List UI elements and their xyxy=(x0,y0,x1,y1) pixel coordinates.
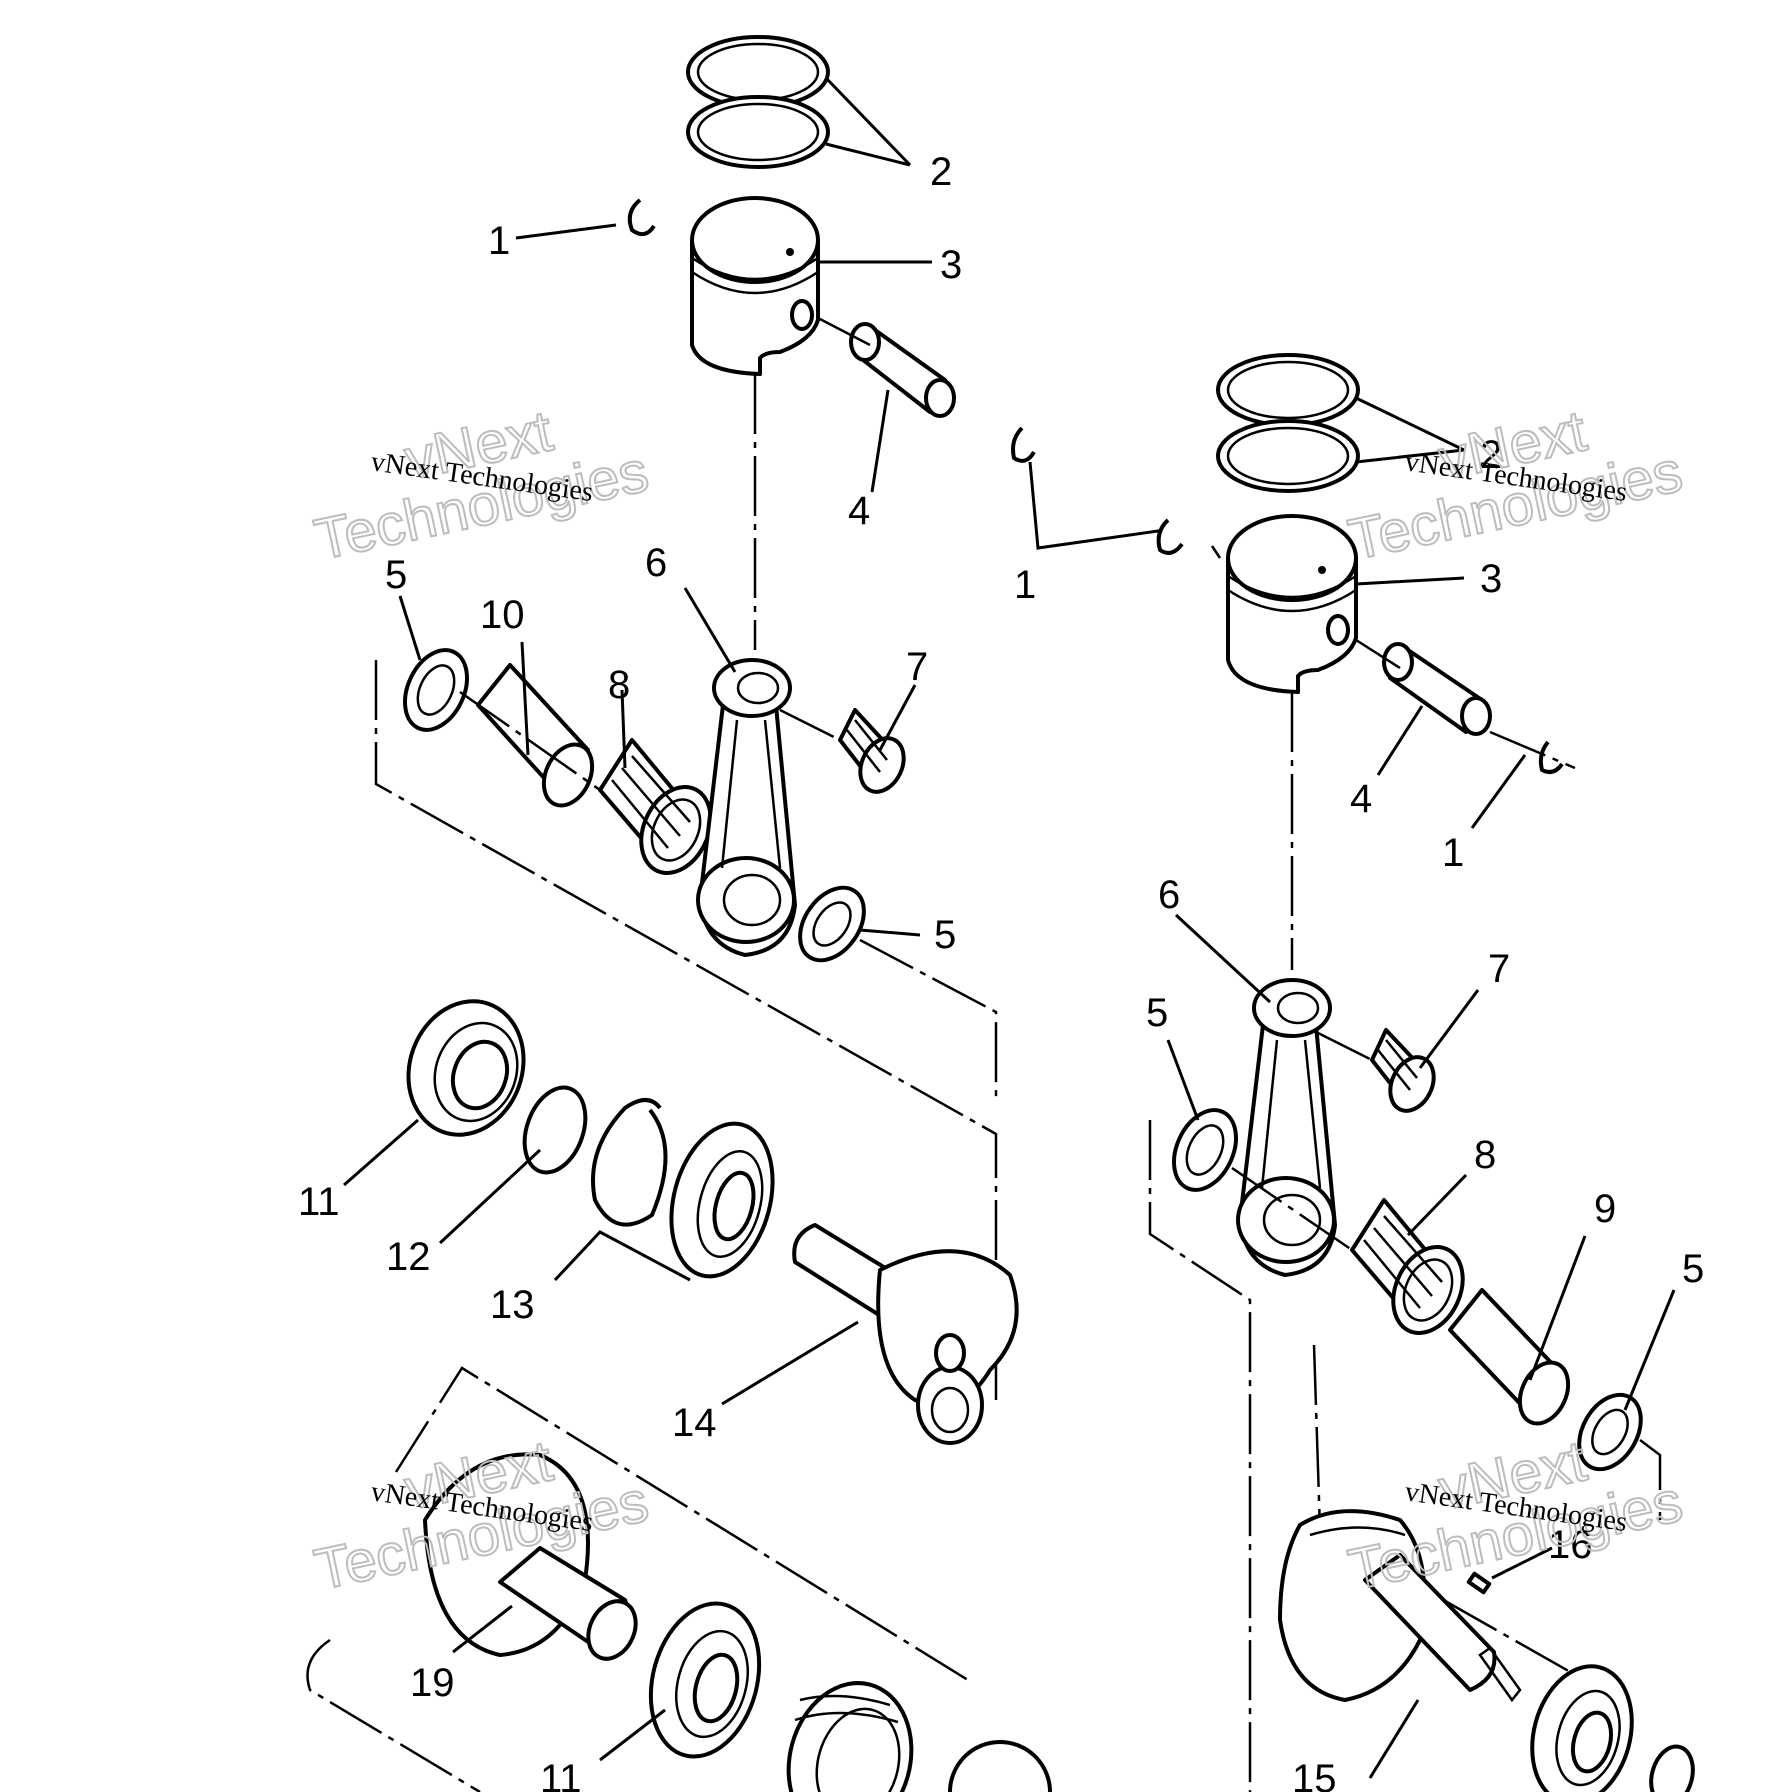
circlip-pin-right xyxy=(1538,740,1564,774)
callout-10: 10 xyxy=(480,593,525,637)
callout-9: 9 xyxy=(1594,1187,1616,1231)
needle-bearing-right-small xyxy=(1370,1028,1436,1113)
callout-3: 3 xyxy=(1480,557,1502,601)
callout-11: 11 xyxy=(540,1757,582,1792)
callout-16: 16 xyxy=(1548,1523,1593,1567)
callout-5: 5 xyxy=(1146,991,1168,1035)
callout-13: 13 xyxy=(490,1283,535,1327)
circlip-upper-left xyxy=(627,198,656,237)
callout-14: 14 xyxy=(672,1401,717,1445)
needle-bearing-left-small xyxy=(838,708,906,794)
watermark-upper-left: vNext Technologies vNext Technologies xyxy=(308,397,655,573)
callout-2: 2 xyxy=(930,150,952,194)
callout-6: 6 xyxy=(645,541,667,585)
piston-left xyxy=(690,196,820,376)
crankshaft-half-right xyxy=(1278,1509,1522,1703)
main-bearing-left-upper xyxy=(406,999,526,1137)
callout-1: 1 xyxy=(488,219,510,263)
watermark-lower-right: vNext Technologies vNext Technologies xyxy=(1342,1427,1689,1603)
connecting-rod-right xyxy=(1236,978,1337,1277)
crankshaft-half-left-lower xyxy=(423,1452,638,1661)
callout-5: 5 xyxy=(934,913,956,957)
bearing-fragment-bottom xyxy=(948,1740,1052,1792)
needle-bearing-left-big xyxy=(598,738,713,875)
watermark-upper-right: vNext Technologies vNext Technologies xyxy=(1342,397,1689,573)
needle-bearing-right-big xyxy=(1350,1198,1465,1335)
crank-pin-left xyxy=(476,663,595,808)
callout-1: 1 xyxy=(1442,831,1464,875)
callout-5: 5 xyxy=(1682,1247,1704,1291)
seal-ring-left xyxy=(522,1085,588,1175)
callout-11: 11 xyxy=(298,1180,340,1224)
callout-3: 3 xyxy=(940,243,962,287)
callout-8: 8 xyxy=(1474,1133,1496,1177)
piston-ring-top-right xyxy=(1216,353,1360,427)
piston-pin-left xyxy=(849,322,956,418)
callout-7: 7 xyxy=(906,645,928,689)
main-bearing-right-lower xyxy=(1530,1664,1634,1792)
piston-ring-top-left xyxy=(686,35,830,109)
circlip-upper-right xyxy=(1156,518,1184,555)
crank-pin-right xyxy=(1448,1288,1571,1426)
callout-6: 6 xyxy=(1158,873,1180,917)
snap-ring-left xyxy=(591,1098,668,1227)
callout-15: 15 xyxy=(1292,1757,1337,1792)
thrust-washer-left-b xyxy=(798,885,866,963)
main-bearing-left-lower xyxy=(648,1601,762,1759)
callout-2: 2 xyxy=(1480,433,1502,477)
callout-12: 12 xyxy=(386,1235,431,1279)
callout-4: 4 xyxy=(848,489,870,533)
callout-1: 1 xyxy=(1014,563,1036,607)
seal-ring-right xyxy=(1649,1744,1695,1792)
thrust-washer-left-a xyxy=(403,648,469,732)
callout-19: 19 xyxy=(410,1661,455,1705)
circlip-pin-left xyxy=(1011,426,1036,463)
crankshaft-seal-left xyxy=(786,1681,914,1792)
callout-4: 4 xyxy=(1350,777,1372,821)
crankshaft-half-left xyxy=(792,1223,1019,1445)
piston-ring-bottom-right xyxy=(1216,419,1360,493)
woodruff-key xyxy=(1466,1571,1492,1595)
connecting-rod-left xyxy=(696,658,797,957)
piston-right xyxy=(1226,514,1358,694)
piston-pin-right xyxy=(1382,642,1492,736)
callout-5: 5 xyxy=(385,553,407,597)
thrust-washer-right-a xyxy=(1172,1108,1238,1192)
piston-ring-bottom-left xyxy=(686,95,830,169)
callout-7: 7 xyxy=(1488,947,1510,991)
callout-8: 8 xyxy=(608,663,630,707)
main-bearing-left-middle xyxy=(669,1121,775,1279)
thrust-washer-right-b xyxy=(1577,1392,1643,1472)
